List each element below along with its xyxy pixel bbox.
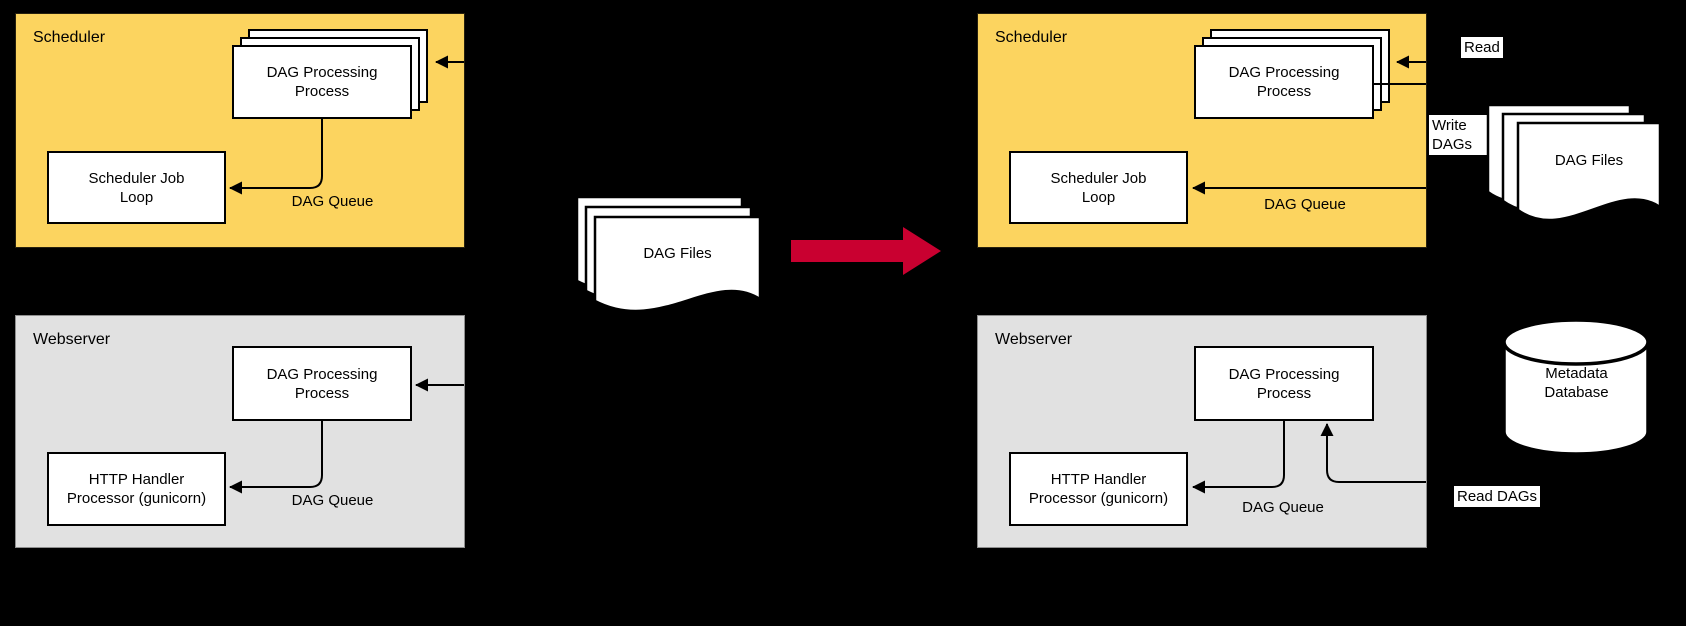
dag-processing-label: DAG Processing Process <box>266 64 378 100</box>
http-handler-label: HTTP Handler Processor (gunicorn) <box>1028 471 1169 507</box>
read-label: Read <box>1461 37 1503 58</box>
scheduler-job-loop-box: Scheduler Job Loop <box>47 151 226 224</box>
dag-queue-label: DAG Queue <box>1264 196 1346 213</box>
dag-files-doc <box>593 215 762 313</box>
read-dags-label: Read DAGs <box>1454 486 1541 507</box>
webserver-title: Webserver <box>33 331 111 348</box>
metadata-database-text: Metadata Database <box>1544 365 1609 401</box>
dag-queue-label: DAG Queue <box>291 193 374 210</box>
transition-arrow <box>791 227 941 275</box>
dag-processing-process-box: DAG Processing Process <box>232 346 412 421</box>
database-cylinder-top <box>1502 318 1650 366</box>
webserver-title: Webserver <box>995 331 1073 348</box>
dag-files-label: DAG Files <box>1554 152 1624 169</box>
scheduler-job-loop-label: Scheduler Job Loop <box>88 169 185 206</box>
metadata-database-label: Metadata Database <box>1504 364 1649 402</box>
dag-files-label: DAG Files <box>643 245 712 262</box>
dag-queue-label: DAG Queue <box>291 492 374 509</box>
scheduler-title: Scheduler <box>995 29 1068 46</box>
dag-processing-label: DAG Processing Process <box>1228 64 1340 100</box>
http-handler-label: HTTP Handler Processor (gunicorn) <box>66 471 207 507</box>
scheduler-job-loop-label: Scheduler Job Loop <box>1050 169 1147 206</box>
dag-processing-process-box: DAG Processing Process <box>232 45 412 119</box>
dag-processing-process-box: DAG Processing Process <box>1194 346 1374 421</box>
dag-queue-label: DAG Queue <box>1242 499 1324 516</box>
dag-files-doc <box>1516 121 1662 222</box>
dag-processing-label: DAG Processing Process <box>266 365 378 402</box>
dag-processing-label: DAG Processing Process <box>1228 365 1340 402</box>
dag-processing-process-box: DAG Processing Process <box>1194 45 1374 119</box>
http-handler-box: HTTP Handler Processor (gunicorn) <box>1009 452 1188 526</box>
scheduler-job-loop-box: Scheduler Job Loop <box>1009 151 1188 224</box>
http-handler-box: HTTP Handler Processor (gunicorn) <box>47 452 226 526</box>
scheduler-title: Scheduler <box>33 29 106 46</box>
write-dags-label: Write DAGs <box>1429 115 1487 155</box>
